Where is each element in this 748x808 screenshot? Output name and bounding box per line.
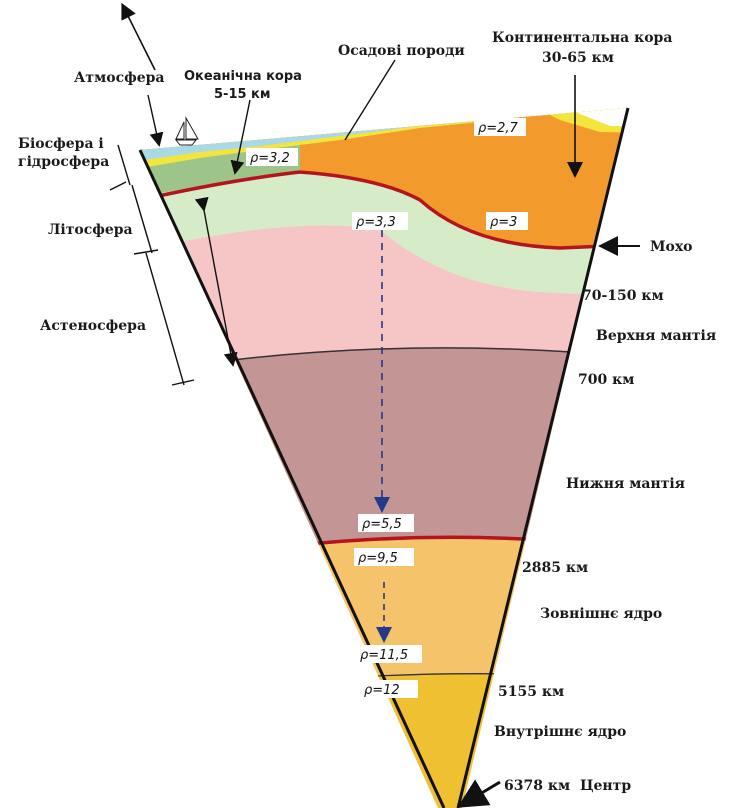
- sailboat-icon: [176, 118, 198, 145]
- density-continental-crust: ρ=2,7: [474, 118, 526, 136]
- label-lower-mantle: Нижня мантія: [566, 476, 685, 492]
- label-sediments: Осадові породи: [338, 43, 465, 59]
- label-depth-700: 700 км: [578, 372, 634, 388]
- label-outer-core: Зовнішнє ядро: [540, 606, 662, 622]
- label-depth-70-150: 70-150 км: [582, 288, 664, 304]
- atmosphere-pointer: [148, 95, 158, 140]
- label-depth-6378: 6378 км: [504, 778, 570, 794]
- svg-text:ρ=11,5: ρ=11,5: [360, 648, 408, 663]
- svg-text:ρ=5,5: ρ=5,5: [362, 517, 402, 532]
- label-center: Центр: [580, 778, 631, 794]
- center-pointer: [470, 782, 500, 800]
- label-upper-mantle: Верхня мантія: [596, 328, 716, 344]
- label-biosphere-1: Біосфера і: [18, 136, 104, 152]
- svg-text:ρ=2,7: ρ=2,7: [478, 121, 519, 136]
- label-oceanic-crust-2: 5-15 км: [214, 87, 271, 102]
- density-outer-core-bottom: ρ=11,5: [356, 645, 422, 663]
- label-moho: Мохо: [650, 239, 693, 255]
- svg-text:ρ=9,5: ρ=9,5: [358, 551, 398, 566]
- density-crust-base: ρ=3: [486, 212, 528, 230]
- label-asthenosphere: Астеносфера: [40, 318, 146, 334]
- atmosphere-arrow: [125, 10, 155, 70]
- label-continental-crust-1: Континентальна кора: [492, 30, 672, 46]
- svg-text:ρ=12: ρ=12: [364, 683, 400, 698]
- svg-text:ρ=3,3: ρ=3,3: [356, 215, 396, 230]
- sediments-pointer: [345, 60, 395, 140]
- density-oceanic-crust: ρ=3,2: [246, 148, 298, 166]
- label-oceanic-crust-1: Океанічна кора: [184, 69, 302, 84]
- density-upper-mantle: ρ=3,3: [352, 212, 408, 230]
- label-depth-5155: 5155 км: [498, 684, 564, 700]
- label-continental-crust-2: 30-65 км: [542, 50, 614, 66]
- label-inner-core: Внутрішнє ядро: [494, 724, 626, 740]
- svg-text:ρ=3,2: ρ=3,2: [250, 151, 290, 166]
- density-inner-core: ρ=12: [360, 680, 418, 698]
- label-depth-2885: 2885 км: [522, 560, 588, 576]
- svg-text:ρ=3: ρ=3: [490, 215, 517, 230]
- label-biosphere-2: гідросфера: [18, 154, 109, 170]
- label-atmosphere: Атмосфера: [74, 70, 165, 86]
- density-outer-core-top: ρ=9,5: [354, 548, 414, 566]
- label-lithosphere: Літосфера: [48, 222, 133, 238]
- density-lower-mantle: ρ=5,5: [358, 514, 414, 532]
